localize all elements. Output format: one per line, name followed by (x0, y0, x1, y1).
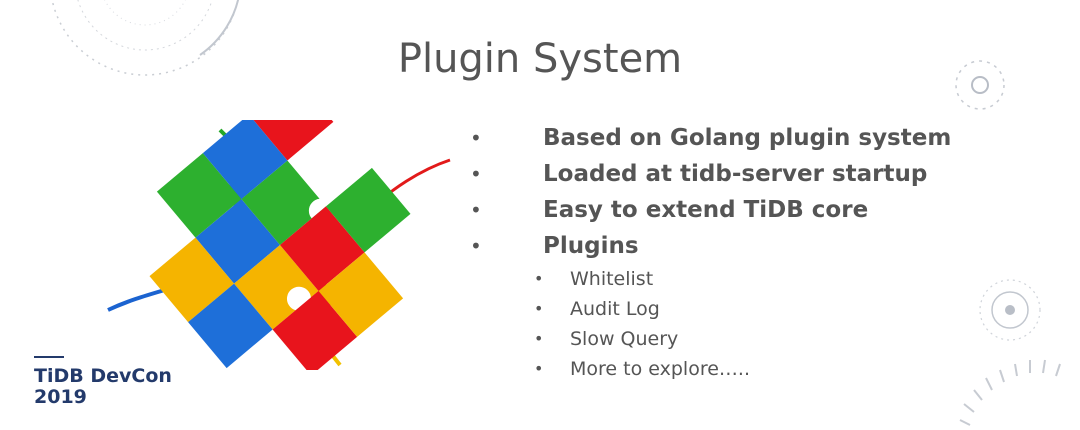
puzzle-image (107, 120, 451, 370)
logo-rule (34, 356, 64, 358)
slide-title: Plugin System (397, 36, 683, 82)
logo-line-1: TiDB DevCon (34, 365, 172, 387)
bullet-text: Easy to extend TiDB core (543, 197, 869, 223)
bullet-dot: • (534, 269, 544, 288)
target-circle-icon (979, 279, 1041, 341)
bullet-dot: • (470, 126, 482, 150)
bullet-text: Loaded at tidb-server startup (543, 161, 928, 187)
sub-bullet-text: Slow Query (570, 328, 679, 350)
sub-bullet-text: Audit Log (570, 298, 660, 320)
bullet-text: Based on Golang plugin system (543, 125, 952, 151)
bullet-dot: • (534, 359, 544, 378)
logo-line-2: 2019 (34, 386, 87, 408)
bullet-dot: • (470, 198, 482, 222)
bullet-dot: • (470, 162, 482, 186)
sub-bullet-text: Whitelist (570, 268, 654, 290)
bullet-dot: • (534, 329, 544, 348)
decor-bottom-right-ticks (959, 359, 1061, 426)
bullet-dot: • (470, 234, 482, 258)
sub-bullet-text: More to explore….. (570, 358, 750, 380)
decor-top-left-arcs (51, 0, 240, 76)
bullet-dot: • (534, 299, 544, 318)
bullet-text: Plugins (543, 233, 639, 259)
dashed-circle-icon (955, 60, 1005, 110)
event-logo: TiDB DevCon 2019 (34, 356, 172, 408)
